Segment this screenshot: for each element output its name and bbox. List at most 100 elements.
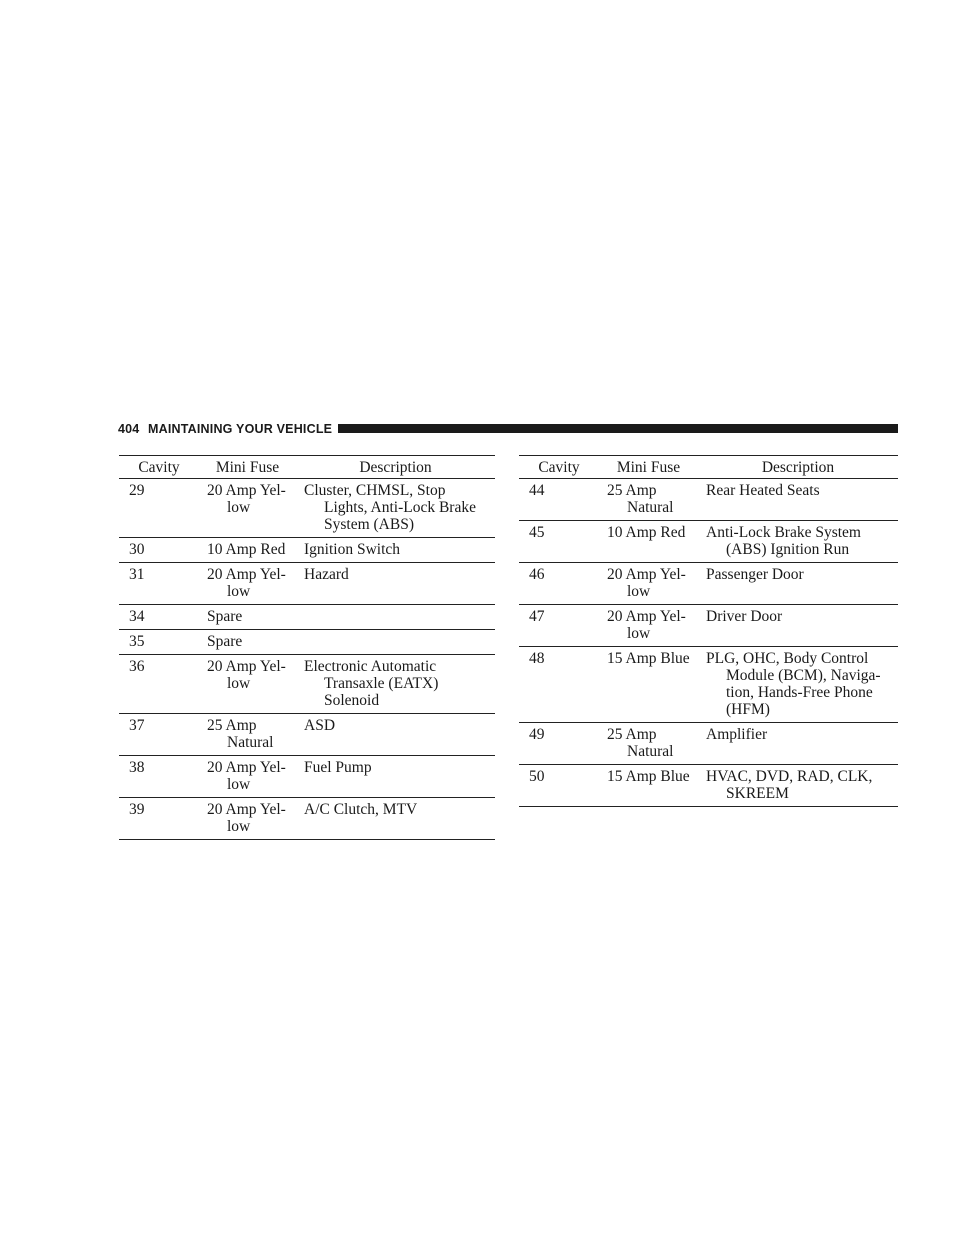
cell-description [296,629,495,655]
cell-mini-fuse-text: 20 Amp Yel- low [207,759,286,793]
cell-description-text: Driver Door [706,608,783,625]
cell-description-text: Amplifier [706,726,768,743]
cell-description: Passenger Door [698,562,898,605]
table-row: 50 15 Amp Blue HVAC, DVD, RAD, CLK, SKREEM [519,764,898,807]
cell-mini-fuse-text: 10 Amp Red [607,524,686,541]
cell-mini-fuse: 20 Amp Yel- low [599,562,698,605]
cell-cavity: 38 [119,755,199,798]
table-row: 37 25 Amp Natural ASD [119,713,495,756]
cell-mini-fuse: 20 Amp Yel- low [199,562,296,605]
fuse-table-left: Cavity Mini Fuse Description 29 20 Amp Ye… [119,455,495,840]
section-title: MAINTAINING YOUR VEHICLE [148,422,333,436]
cell-description-text: Rear Heated Seats [706,482,820,499]
cell-description-text: Fuel Pump [304,759,372,776]
cell-cavity-text: 48 [529,650,545,667]
cell-cavity-text: 34 [129,608,145,625]
page-number: 404 [118,422,140,436]
table-header-row: Cavity Mini Fuse Description [119,455,495,479]
table-row: 48 15 Amp Blue PLG, OHC, Body Control Modu… [519,646,898,723]
table-row: 29 20 Amp Yel- low Cluster, CHMSL, Stop Li… [119,478,495,538]
cell-cavity-text: 45 [529,524,545,541]
cell-description: Fuel Pump [296,755,495,798]
cell-cavity-text: 38 [129,759,145,776]
cell-cavity: 37 [119,713,199,756]
cell-description: Anti-Lock Brake System (ABS) Ignition Ru… [698,520,898,563]
table-row: 30 10 Amp Red Ignition Switch [119,537,495,563]
header-rule [338,424,898,433]
cell-mini-fuse-text: 20 Amp Yel- low [607,608,686,642]
cell-description: Driver Door [698,604,898,647]
cell-description-text: Electronic Automatic Transaxle (EATX) So… [304,658,439,709]
cell-description: PLG, OHC, Body Control Module (BCM), Nav… [698,646,898,723]
cell-mini-fuse: 15 Amp Blue [599,646,698,723]
cell-cavity-text: 46 [529,566,545,583]
cell-cavity: 35 [119,629,199,655]
cell-mini-fuse-text: Spare [207,633,243,650]
cell-cavity: 36 [119,654,199,714]
fuse-table-right: Cavity Mini Fuse Description 44 25 Amp Na… [519,455,898,807]
table-body: 44 25 Amp Natural Rear Heated Seats 45 10 Am… [519,478,898,807]
cell-description-text: Cluster, CHMSL, Stop Lights, Anti-Lock B… [304,482,476,533]
cell-description-text: HVAC, DVD, RAD, CLK, SKREEM [706,768,873,802]
cell-mini-fuse: 20 Amp Yel- low [199,654,296,714]
table-row: 38 20 Amp Yel- low Fuel Pump [119,755,495,798]
cell-mini-fuse-text: 20 Amp Yel- low [207,658,286,692]
cell-mini-fuse: 15 Amp Blue [599,764,698,807]
cell-mini-fuse: 25 Amp Natural [199,713,296,756]
page-header: 404 MAINTAINING YOUR VEHICLE [118,420,898,440]
cell-cavity-text: 31 [129,566,145,583]
column-header-description: Description [698,455,898,479]
cell-cavity: 44 [519,478,599,521]
cell-mini-fuse-text: 25 Amp Natural [207,717,274,751]
cell-description [296,604,495,630]
cell-cavity: 47 [519,604,599,647]
cell-cavity: 48 [519,646,599,723]
cell-mini-fuse-text: 10 Amp Red [207,541,286,558]
cell-mini-fuse: 10 Amp Red [199,537,296,563]
cell-description: HVAC, DVD, RAD, CLK, SKREEM [698,764,898,807]
cell-description: ASD [296,713,495,756]
cell-mini-fuse-text: 15 Amp Blue [607,768,690,785]
cell-mini-fuse-text: 25 Amp Natural [607,726,674,760]
cell-description: Amplifier [698,722,898,765]
cell-description: Rear Heated Seats [698,478,898,521]
cell-cavity: 50 [519,764,599,807]
cell-cavity-text: 39 [129,801,145,818]
cell-description-text: Anti-Lock Brake System (ABS) Ignition Ru… [706,524,861,558]
column-header-mini-fuse: Mini Fuse [199,455,296,479]
cell-mini-fuse-text: 25 Amp Natural [607,482,674,516]
cell-cavity-text: 37 [129,717,145,734]
cell-mini-fuse: 10 Amp Red [599,520,698,563]
cell-cavity: 46 [519,562,599,605]
cell-cavity-text: 30 [129,541,145,558]
cell-mini-fuse: 20 Amp Yel- low [199,797,296,840]
table-row: 34 Spare [119,604,495,630]
cell-cavity-text: 36 [129,658,145,675]
cell-mini-fuse-text: 20 Amp Yel- low [207,482,286,516]
column-header-description: Description [296,455,495,479]
table-row: 44 25 Amp Natural Rear Heated Seats [519,478,898,521]
table-row: 45 10 Amp Red Anti-Lock Brake System (ABS)… [519,520,898,563]
cell-cavity: 49 [519,722,599,765]
cell-cavity: 30 [119,537,199,563]
table-header-row: Cavity Mini Fuse Description [519,455,898,479]
cell-mini-fuse: 20 Amp Yel- low [599,604,698,647]
column-header-mini-fuse: Mini Fuse [599,455,698,479]
cell-cavity-text: 29 [129,482,145,499]
cell-cavity-text: 44 [529,482,545,499]
table-row: 35 Spare [119,629,495,655]
cell-description-text: A/C Clutch, MTV [304,801,418,818]
cell-cavity: 45 [519,520,599,563]
cell-description: Ignition Switch [296,537,495,563]
cell-mini-fuse: 20 Amp Yel- low [199,478,296,538]
cell-mini-fuse-text: 15 Amp Blue [607,650,690,667]
cell-cavity-text: 49 [529,726,545,743]
table-row: 49 25 Amp Natural Amplifier [519,722,898,765]
cell-mini-fuse: Spare [199,604,296,630]
cell-cavity-text: 35 [129,633,145,650]
cell-cavity: 34 [119,604,199,630]
